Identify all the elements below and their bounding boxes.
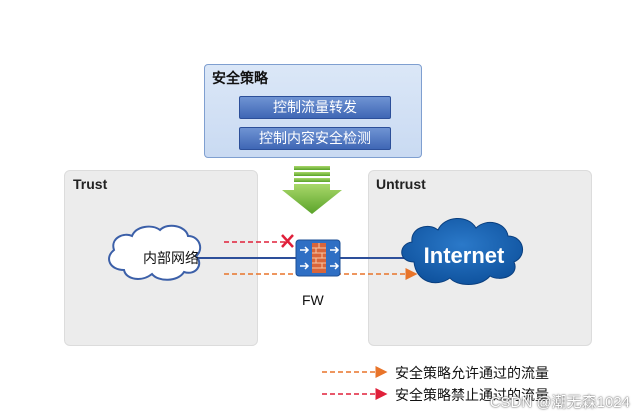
legend-blocked-label: 安全策略禁止通过的流量 [395, 387, 549, 403]
policy-applies-arrow [282, 166, 342, 214]
security-policy-title: 安全策略 [212, 70, 268, 86]
policy-item-forwarding: 控制流量转发 [239, 96, 391, 119]
internet-label: Internet [423, 243, 505, 268]
policy-item-content-inspection: 控制内容安全检测 [239, 127, 391, 150]
untrust-zone-label: Untrust [376, 176, 426, 192]
watermark: CSDN @潮无森1024 [489, 394, 630, 411]
trust-zone-label: Trust [73, 176, 108, 192]
firewall-label: FW [302, 292, 324, 308]
internal-network-label: 内部网络 [143, 250, 199, 266]
firewall-icon [295, 239, 341, 277]
blocked-x-icon [281, 234, 294, 248]
internal-network-cloud-icon [108, 224, 202, 281]
internet-cloud-icon [401, 218, 523, 285]
legend-allowed-label: 安全策略允许通过的流量 [395, 365, 549, 381]
